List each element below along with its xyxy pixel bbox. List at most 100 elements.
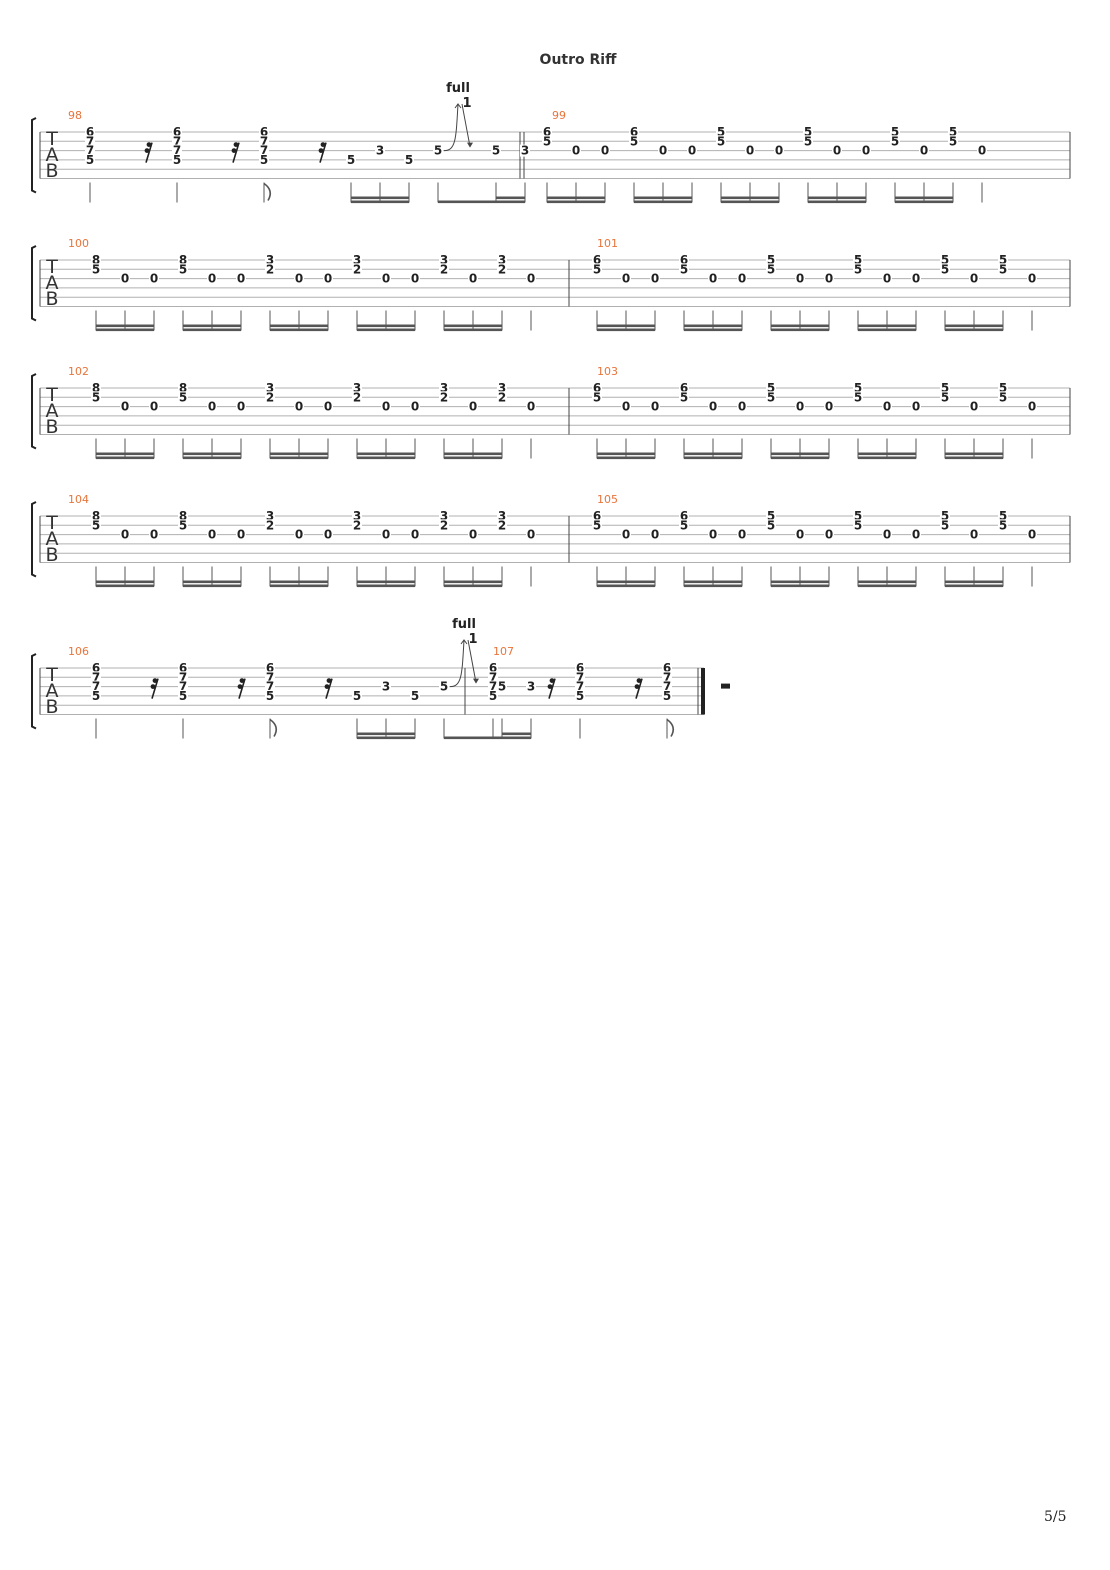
beam: [771, 328, 829, 332]
beam: [357, 736, 415, 740]
fret-mask: [716, 126, 726, 138]
fret-number: 6: [630, 125, 638, 139]
fret-number: 0: [825, 400, 833, 414]
beam: [945, 580, 1003, 584]
fret-mask: [911, 400, 921, 413]
bend-amount-label: 1: [462, 96, 471, 111]
fret-mask: [679, 382, 689, 394]
fret-mask: [439, 254, 449, 266]
fret-number: 8: [92, 253, 100, 267]
fret-mask: [1027, 528, 1037, 541]
fret-mask: [294, 400, 304, 413]
fret-number: 7: [92, 680, 100, 694]
fret-number: 2: [353, 262, 361, 276]
fret-mask: [940, 510, 950, 522]
fret-mask: [679, 263, 689, 276]
fret-number: 5: [767, 262, 775, 276]
fret-mask: [381, 272, 391, 285]
beam: [597, 324, 655, 328]
beam: [597, 452, 655, 456]
sixteenth-rest: [319, 142, 327, 163]
sixteenth-rest: [318, 148, 324, 154]
fret-mask: [352, 510, 362, 522]
fret-number: 8: [179, 253, 187, 267]
fret-number: 7: [173, 134, 181, 148]
fret-mask: [919, 144, 929, 157]
fret-number: 5: [767, 518, 775, 532]
fret-number: 5: [492, 144, 500, 158]
fret-number: 5: [266, 689, 274, 703]
fret-mask: [488, 689, 498, 702]
fret-mask: [969, 400, 979, 413]
fret-number: 2: [266, 390, 274, 404]
eighth-flag: [263, 182, 272, 201]
fret-mask: [882, 272, 892, 285]
fret-mask: [824, 400, 834, 413]
fret-number: 0: [601, 144, 609, 158]
sixteenth-rest: [635, 678, 643, 699]
page-title: Outro Riff: [539, 52, 617, 68]
fret-mask: [381, 528, 391, 541]
sixteenth-rest: [144, 148, 150, 154]
fret-mask: [265, 510, 275, 522]
fret-mask: [433, 144, 443, 157]
fret-number: 0: [738, 528, 746, 542]
fret-mask: [439, 391, 449, 404]
fret-mask: [120, 528, 130, 541]
release-line: [467, 639, 477, 683]
sixteenth-rest: [326, 678, 332, 683]
beam: [771, 580, 829, 584]
sixteenth-rest: [548, 678, 556, 699]
fret-mask: [265, 391, 275, 404]
fret-mask: [149, 400, 159, 413]
beam: [351, 196, 409, 200]
fret-number: 5: [92, 518, 100, 532]
fret-mask: [977, 144, 987, 157]
beam: [597, 584, 655, 588]
fret-number: 0: [862, 144, 870, 158]
fret-mask: [410, 689, 420, 702]
fret-mask: [236, 400, 246, 413]
fret-mask: [621, 272, 631, 285]
fret-number: 7: [663, 670, 671, 684]
fret-number: 0: [738, 400, 746, 414]
fret-mask: [91, 519, 101, 532]
beam: [771, 456, 829, 460]
fret-mask: [91, 680, 101, 693]
fret-mask: [526, 400, 536, 413]
fret-number: 5: [489, 689, 497, 703]
fret-number: 5: [854, 518, 862, 532]
fret-mask: [592, 382, 602, 394]
sixteenth-rest: [232, 142, 240, 163]
fret-number: 0: [746, 144, 754, 158]
fret-number: 3: [266, 509, 274, 523]
fret-number: 0: [709, 272, 717, 286]
fret-number: 7: [179, 670, 187, 684]
fret-mask: [708, 400, 718, 413]
fret-mask: [766, 382, 776, 394]
fret-mask: [882, 528, 892, 541]
fret-mask: [948, 126, 958, 138]
fret-mask: [737, 272, 747, 285]
fret-number: 5: [941, 253, 949, 267]
fret-number: 5: [999, 509, 1007, 523]
fret-mask: [890, 135, 900, 148]
fret-mask: [592, 391, 602, 404]
fret-number: 0: [295, 272, 303, 286]
beam: [684, 324, 742, 328]
fret-number: 0: [527, 272, 535, 286]
fret-mask: [497, 391, 507, 404]
fret-mask: [650, 528, 660, 541]
measure-number: 104: [68, 493, 89, 506]
fret-mask: [488, 662, 498, 674]
fret-mask: [352, 391, 362, 404]
fret-mask: [497, 254, 507, 266]
measure-number: 105: [597, 493, 618, 506]
tab-clef-letter: T: [45, 664, 58, 686]
fret-mask: [265, 263, 275, 276]
beam: [858, 328, 916, 332]
fret-mask: [91, 662, 101, 674]
fret-number: 6: [260, 125, 268, 139]
fret-number: 2: [498, 518, 506, 532]
fret-number: 5: [92, 689, 100, 703]
